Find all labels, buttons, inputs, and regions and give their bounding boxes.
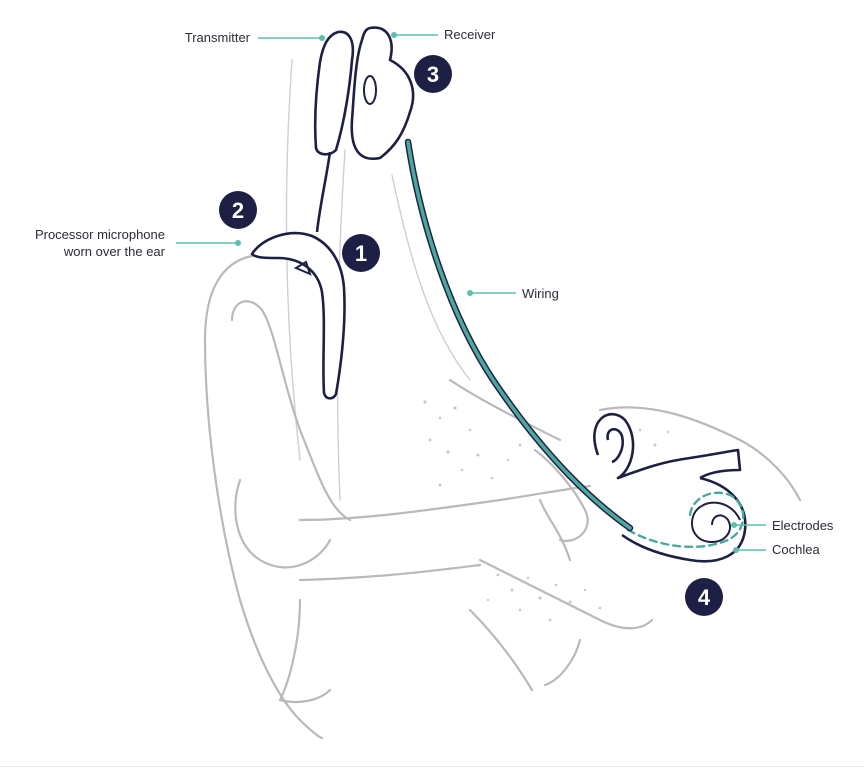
label-processor-line2: worn over the ear <box>63 244 166 259</box>
transmitter-cable <box>315 151 332 233</box>
marker-3: 3 <box>414 55 452 93</box>
inner-ear <box>593 413 747 563</box>
label-processor-line1: Processor microphone <box>35 227 165 242</box>
label-transmitter-text: Transmitter <box>185 30 251 45</box>
label-receiver-text: Receiver <box>444 27 496 42</box>
processor-button <box>293 260 312 276</box>
svg-text:1: 1 <box>355 241 367 266</box>
label-processor: Processor microphone worn over the ear <box>35 227 241 259</box>
label-cochlea-text: Cochlea <box>772 542 820 557</box>
bone-texture <box>423 400 670 622</box>
cochlea-spiral <box>691 501 741 543</box>
label-electrodes-text: Electrodes <box>772 518 834 533</box>
label-cochlea: Cochlea <box>733 542 820 557</box>
label-transmitter: Transmitter <box>185 30 325 45</box>
marker-2: 2 <box>219 191 257 229</box>
electrodes-array <box>626 491 745 549</box>
transmitter-coil <box>313 30 355 156</box>
svg-text:3: 3 <box>427 62 439 87</box>
wiring-cable-fill <box>406 140 632 530</box>
receiver-magnet <box>363 75 377 105</box>
marker-4: 4 <box>685 578 723 616</box>
label-wiring-text: Wiring <box>522 286 559 301</box>
svg-text:4: 4 <box>698 585 711 610</box>
receiver-implant <box>350 26 415 161</box>
label-wiring: Wiring <box>467 286 559 301</box>
label-receiver: Receiver <box>391 27 496 42</box>
label-electrodes: Electrodes <box>731 518 834 533</box>
svg-text:2: 2 <box>232 198 244 223</box>
processor-body <box>250 231 346 400</box>
bottom-divider <box>0 766 864 767</box>
marker-1: 1 <box>342 234 380 272</box>
ear-anatomy <box>203 59 802 740</box>
